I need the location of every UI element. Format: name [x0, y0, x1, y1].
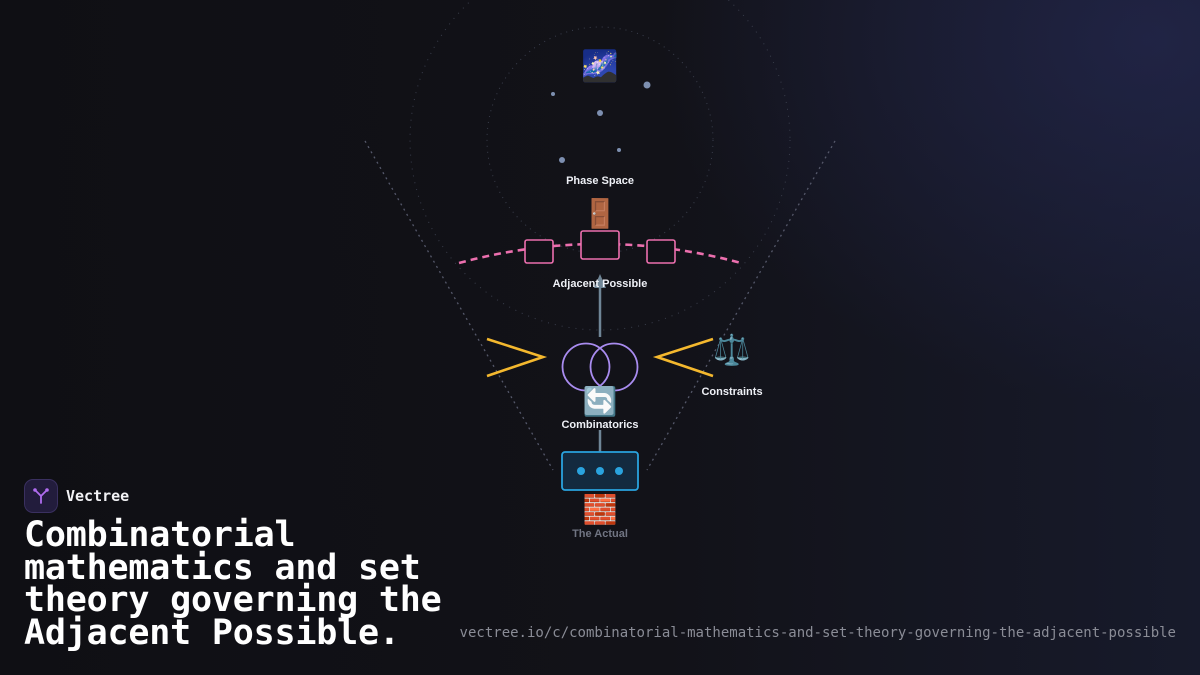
particle	[559, 157, 565, 163]
cone-right-line	[646, 140, 836, 471]
the-actual-label: The Actual	[572, 528, 628, 540]
adjacent-possible-frontier	[458, 242, 742, 265]
branching-tree-icon	[24, 479, 58, 513]
frontier-door-center	[580, 230, 620, 260]
combinatorics-label: Combinatorics	[561, 419, 638, 431]
state-dot	[577, 467, 585, 475]
particle	[643, 81, 651, 89]
adjacent-possible-label: Adjacent Possible	[553, 278, 648, 290]
actual-state-dots	[577, 467, 623, 475]
frontier-door-left	[524, 239, 554, 264]
particle	[551, 92, 555, 96]
expansion-arrow-head	[594, 274, 606, 288]
venn-circle-left	[561, 342, 611, 392]
particle	[617, 148, 621, 152]
state-dot	[596, 467, 604, 475]
brick-icon: 🧱	[583, 493, 618, 526]
door-icon: 🚪	[583, 197, 618, 230]
constraint-chevron-left	[486, 337, 548, 378]
phase-space-particles	[551, 81, 651, 163]
particle	[597, 110, 603, 116]
cycle-arrows-icon: 🔄	[583, 385, 618, 418]
phase-space-inner-ring	[486, 26, 714, 254]
page-title: Combinatorial mathematics and set theory…	[24, 515, 442, 653]
state-dot	[615, 467, 623, 475]
phase-space-label: Phase Space	[566, 175, 634, 187]
venn-circle-right	[589, 342, 639, 392]
page-url: vectree.io/c/combinatorial-mathematics-a…	[459, 625, 1176, 641]
cone-left-line	[364, 140, 554, 471]
balance-scale-icon: ⚖️	[713, 332, 750, 368]
constraint-chevron-right	[652, 337, 714, 378]
phase-space-outer-ring	[409, 0, 791, 331]
galaxy-icon: 🌌	[581, 48, 618, 84]
constraints-label: Constraints	[701, 386, 762, 398]
frontier-door-right	[646, 239, 676, 264]
brand-name: Vectree	[66, 487, 130, 505]
brand: Vectree	[24, 479, 129, 513]
